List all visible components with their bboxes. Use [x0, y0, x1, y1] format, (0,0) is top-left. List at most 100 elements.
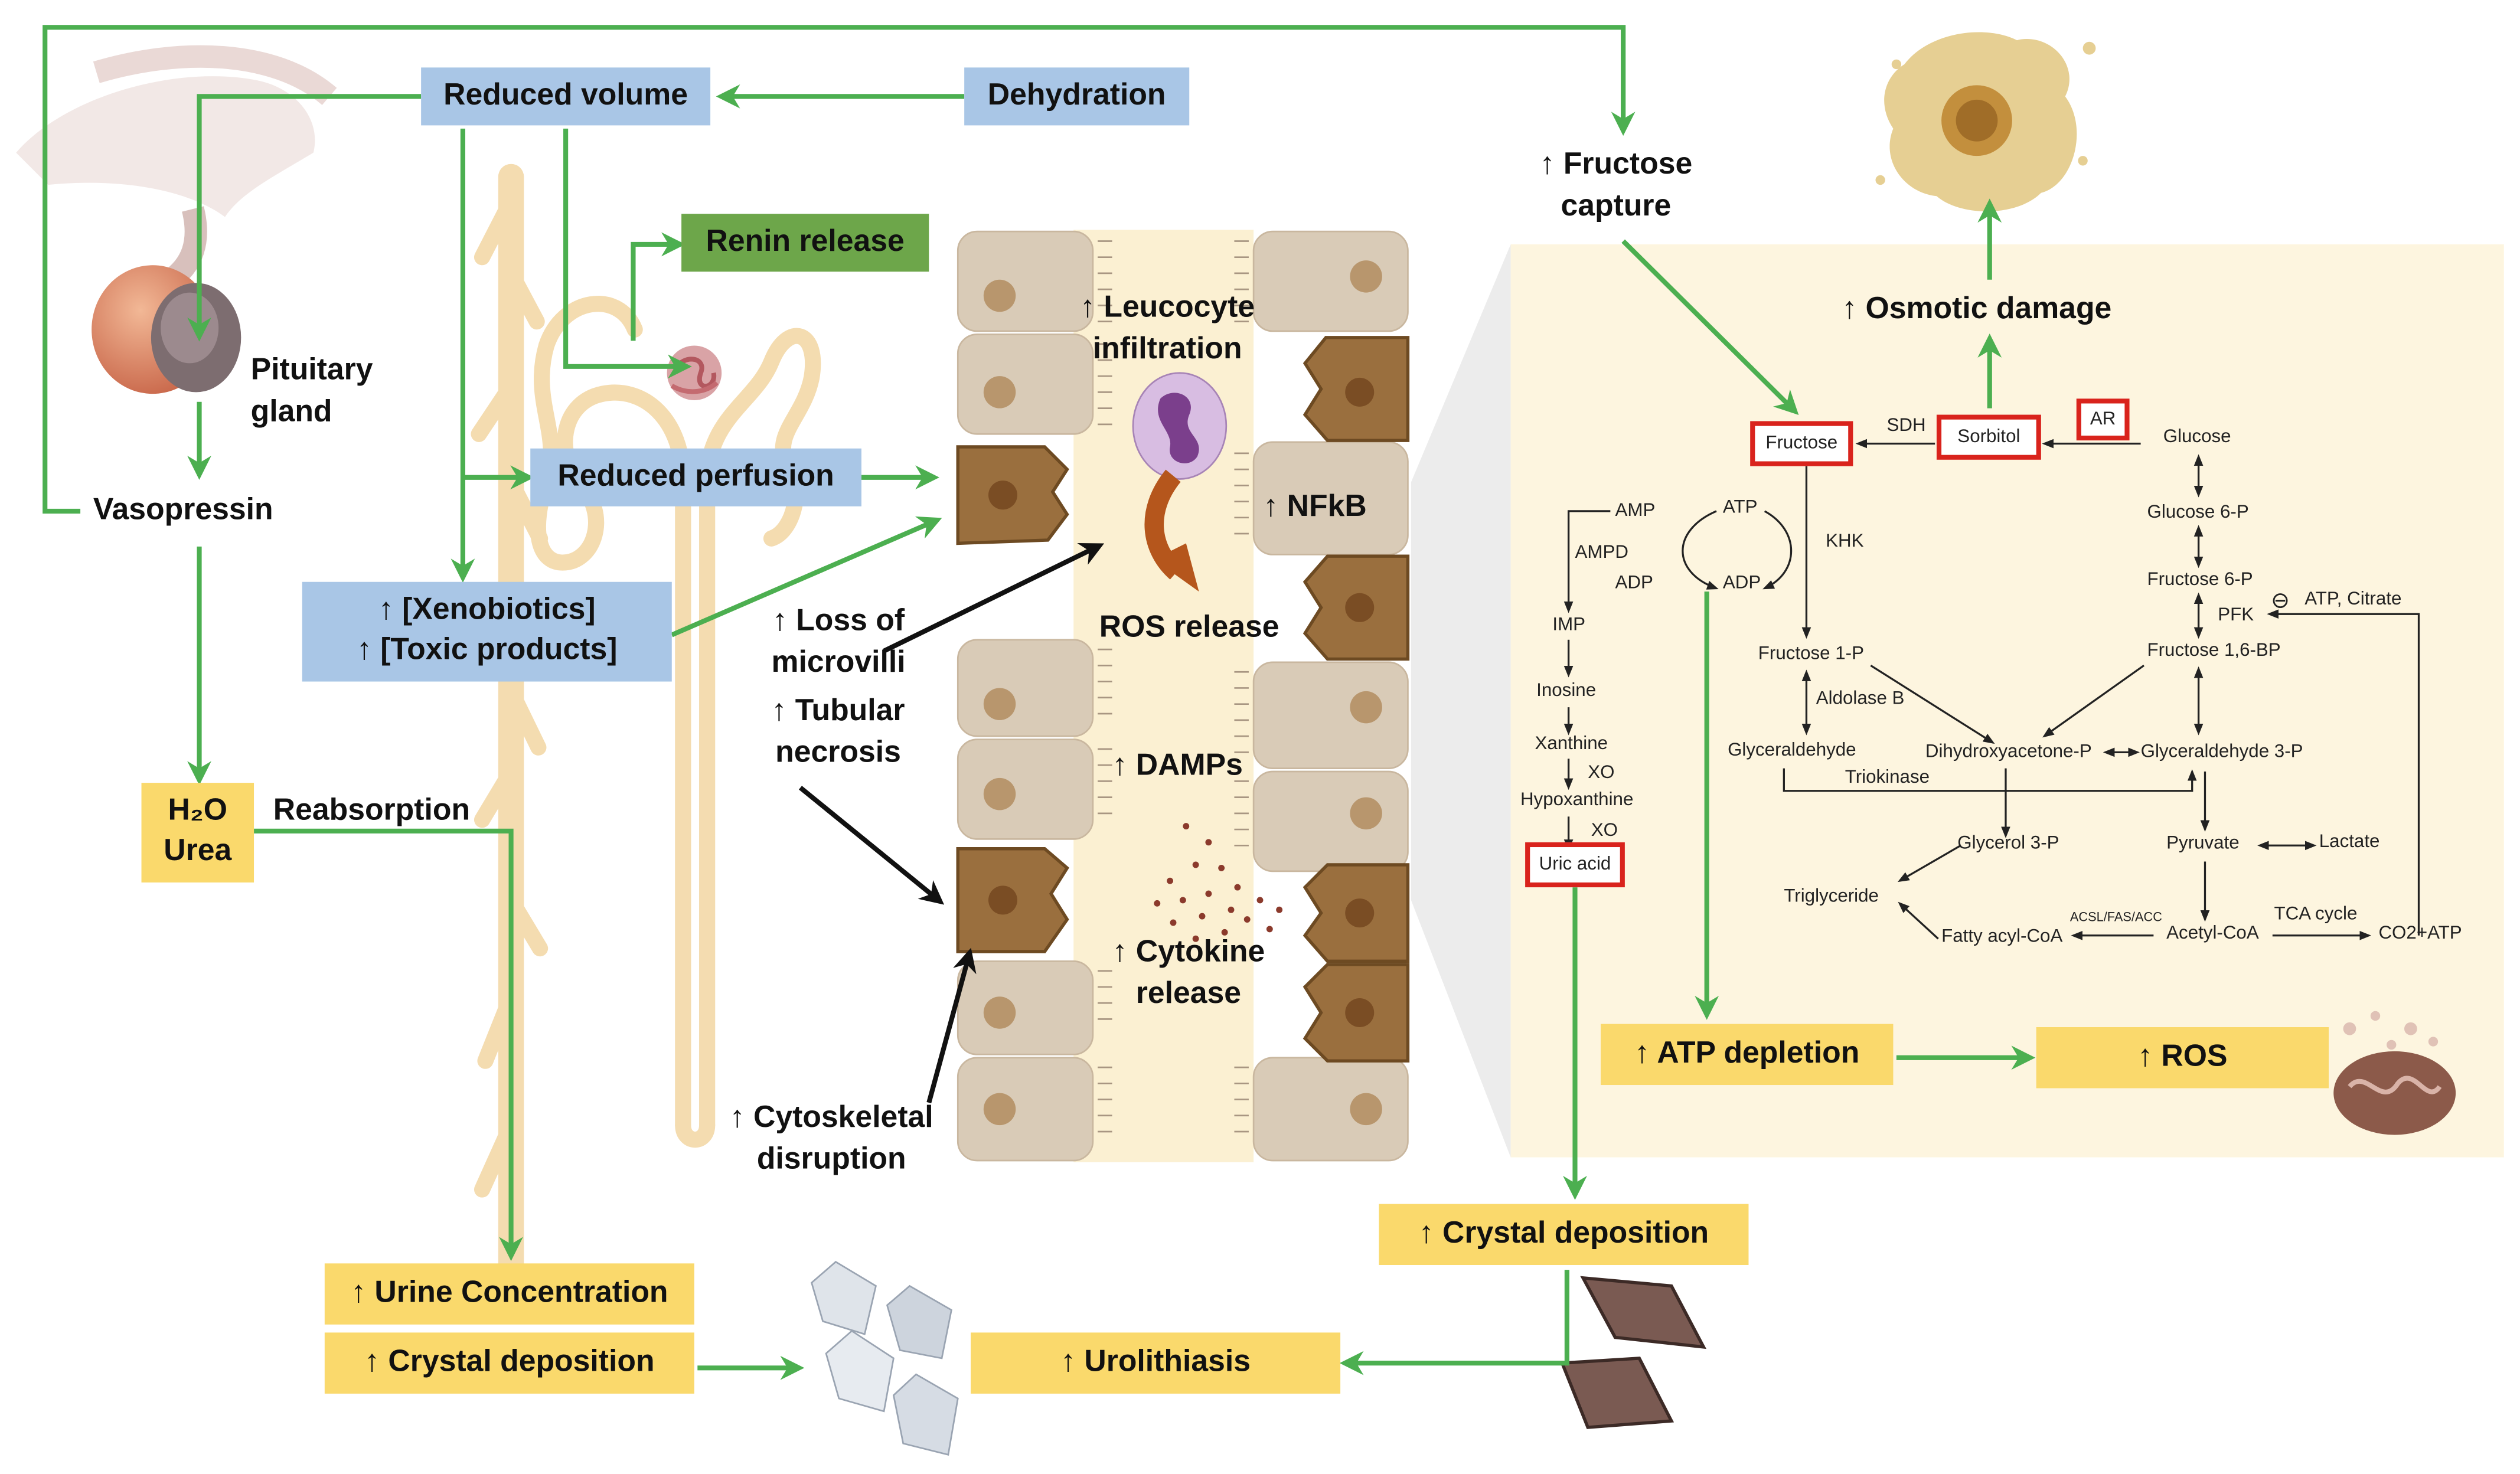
fatty-acyl-coa-label: Fatty acyl-CoA	[1941, 927, 2063, 947]
dhap-label: Dihydroxyacetone-P	[1925, 743, 2092, 762]
fructose-1p-label: Fructose 1-P	[1758, 644, 1864, 664]
reabsorption-label: Reabsorption	[273, 794, 471, 828]
crystal-deposition-left-text: ↑ Crystal deposition	[364, 1345, 655, 1379]
reduced-volume-text: Reduced volume	[443, 78, 688, 112]
xo-2-label: XO	[1591, 821, 1618, 841]
uric-acid-node: Uric acid	[1525, 842, 1625, 888]
fructose-node: Fructose	[1750, 421, 1853, 466]
black-arrows	[798, 543, 1105, 1104]
co2-atp-label: CO2+ATP	[2378, 924, 2462, 944]
h2o-text: H₂O	[168, 795, 228, 829]
loss-microvilli-label: ↑ Loss of microvilli	[772, 601, 906, 684]
fructose-6p-label: Fructose 6-P	[2147, 570, 2253, 590]
sorbitol-text: Sorbitol	[1957, 427, 2020, 447]
reduced-perfusion-box: Reduced perfusion	[530, 448, 861, 506]
crystal-deposition-left-box: ↑ Crystal deposition	[324, 1332, 694, 1394]
mitochondrion-illustration	[2333, 1011, 2456, 1135]
uric-acid-text: Uric acid	[1539, 855, 1611, 875]
glucose-6p-label: Glucose 6-P	[2147, 503, 2249, 522]
ar-text: AR	[2090, 410, 2116, 430]
cytokine-release-label: ↑ Cytokine release	[1112, 932, 1265, 1015]
reduced-perfusion-text: Reduced perfusion	[557, 459, 834, 493]
damps-label: ↑ DAMPs	[1112, 749, 1243, 783]
cytoskeletal-text: ↑ Cytoskeletal	[729, 1101, 933, 1135]
disruption-text: disruption	[756, 1142, 906, 1176]
pfk-label: PFK	[2218, 606, 2254, 626]
ros-release-label: ROS release	[1099, 610, 1279, 645]
atp-label: ATP	[1722, 498, 1758, 518]
ros-box: ↑ ROS	[2036, 1027, 2329, 1089]
nfkb-label: ↑ NFkB	[1263, 490, 1367, 524]
metabolic-arrows	[1563, 439, 2420, 940]
crystal-deposition-right-box: ↑ Crystal deposition	[1379, 1204, 1749, 1266]
urine-concentration-box: ↑ Urine Concentration	[324, 1263, 694, 1325]
release-text: release	[1135, 976, 1242, 1011]
green-arrows	[43, 25, 2036, 1380]
renin-release-text: Renin release	[706, 224, 905, 259]
atp-citrate-label: ATP, Citrate	[2304, 590, 2402, 610]
capture-text: capture	[1561, 189, 1672, 223]
toxic-products-text: ↑ [Toxic products]	[356, 633, 618, 668]
triokinase-label: Triokinase	[1845, 768, 1930, 788]
fructose-16bp-label: Fructose 1,6-BP	[2147, 641, 2281, 661]
leucocyte-text: ↑ Leucocyte	[1080, 290, 1255, 325]
atp-depletion-box: ↑ ATP depletion	[1601, 1024, 1894, 1086]
leucocyte-label: ↑ Leucocyte infiltration	[1080, 287, 1255, 370]
dehydration-text: Dehydration	[987, 78, 1166, 112]
gland-text: gland	[250, 394, 332, 429]
tubular-necrosis-label: ↑ Tubular necrosis	[772, 691, 905, 774]
renin-release-box: Renin release	[681, 214, 929, 272]
lactate-label: Lactate	[2319, 832, 2380, 852]
inhibit-icon: ⊖	[2271, 586, 2290, 613]
h2o-urea-box: H₂O Urea	[141, 783, 254, 883]
damaged-cell-illustration	[1875, 32, 2096, 212]
sdh-label: SDH	[1886, 416, 1926, 436]
amp-label: AMP	[1615, 501, 1656, 521]
acsl-label: ACSL/FAS/ACC	[2069, 910, 2162, 924]
pituitary-illustration	[16, 45, 337, 394]
xenobiotics-box: ↑ [Xenobiotics] ↑ [Toxic products]	[302, 581, 672, 682]
pituitary-text: Pituitary	[250, 354, 373, 388]
adp-left-label: ADP	[1615, 574, 1653, 593]
sorbitol-node: Sorbitol	[1936, 414, 2041, 460]
xo-1-label: XO	[1588, 763, 1615, 783]
pyruvate-label: Pyruvate	[2166, 834, 2240, 854]
glyceraldehyde-3p-label: Glyceraldehyde 3-P	[2140, 743, 2303, 762]
khk-label: KHK	[1826, 532, 1864, 551]
crystals-illustration	[811, 1260, 959, 1456]
glucose-label: Glucose	[2163, 427, 2231, 447]
tca-cycle-label: TCA cycle	[2274, 905, 2358, 924]
ampd-label: AMPD	[1575, 543, 1628, 563]
tubular-text: ↑ Tubular	[771, 694, 905, 728]
urea-text: Urea	[164, 834, 232, 868]
fructose-text: Fructose	[1765, 434, 1838, 453]
xanthine-label: Xanthine	[1535, 734, 1608, 754]
infiltration-text: infiltration	[1092, 332, 1242, 366]
cytoskeletal-label: ↑ Cytoskeletal disruption	[730, 1098, 933, 1181]
glomerulus-illustration	[667, 345, 722, 401]
hypoxanthine-label: Hypoxanthine	[1520, 790, 1634, 810]
urolithiasis-text: ↑ Urolithiasis	[1060, 1345, 1251, 1379]
necrosis-text: necrosis	[775, 736, 901, 770]
loss-of-text: ↑ Loss of	[772, 604, 905, 639]
metabolic-panel	[1510, 244, 2504, 1158]
triglyceride-label: Triglyceride	[1784, 887, 1879, 907]
pituitary-gland-label: Pituitary gland	[251, 351, 373, 433]
glycerol-3p-label: Glycerol 3-P	[1957, 834, 2059, 854]
urolithiasis-box: ↑ Urolithiasis	[971, 1332, 1341, 1394]
vasopressin-label: Vasopressin	[86, 490, 280, 532]
tubule-illustration	[956, 230, 1410, 1162]
crystal-deposition-right-text: ↑ Crystal deposition	[1418, 1216, 1709, 1250]
glyceraldehyde-label: Glyceraldehyde	[1728, 741, 1856, 760]
aldolase-b-label: Aldolase B	[1816, 689, 1905, 709]
ros-text: ↑ ROS	[2137, 1039, 2228, 1074]
osmotic-damage-label: ↑ Osmotic damage	[1842, 292, 2112, 326]
adp-right-label: ADP	[1722, 574, 1761, 593]
zoom-funnel	[1411, 244, 1511, 1158]
reduced-volume-box: Reduced volume	[421, 67, 711, 126]
dehydration-box: Dehydration	[964, 67, 1190, 126]
imp-label: IMP	[1552, 615, 1586, 635]
microvilli-text: microvilli	[771, 645, 906, 679]
